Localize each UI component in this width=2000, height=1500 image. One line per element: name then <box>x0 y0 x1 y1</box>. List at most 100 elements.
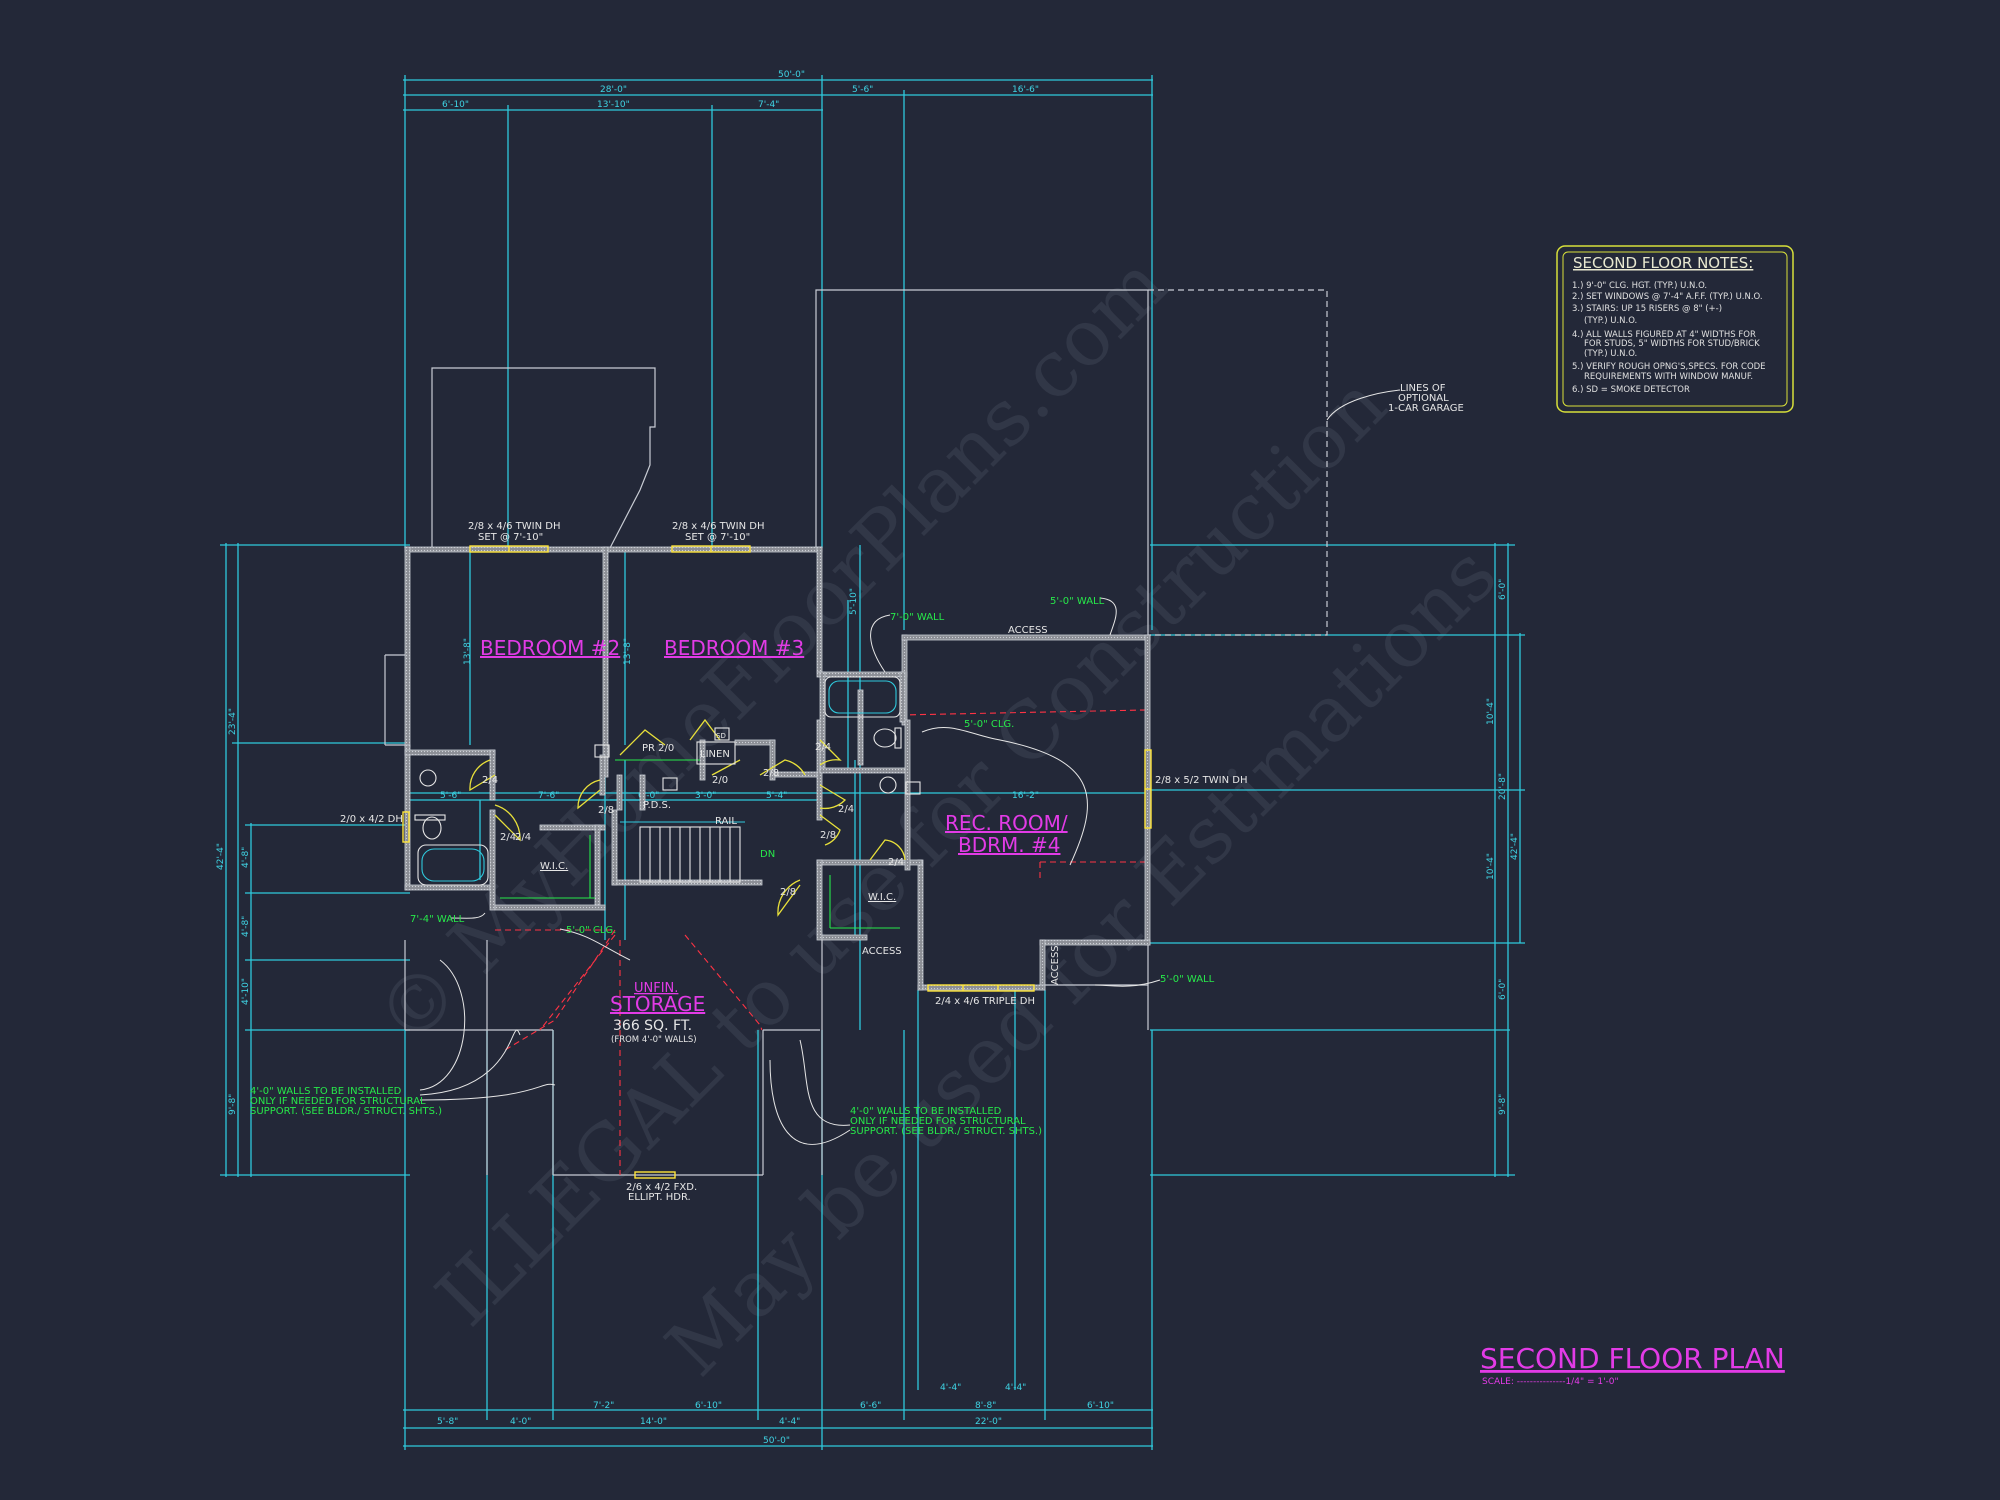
note-7ft-4in-wall: 7'-4" WALL <box>410 914 465 925</box>
dim-hall-e: 5'-4" <box>766 791 787 801</box>
note-left-1: 4'-0" WALLS TO BE INSTALLED <box>250 1086 402 1097</box>
note-left-3: SUPPORT. (SEE BLDR./ STRUCT. SHTS.) <box>250 1106 442 1117</box>
note-5ft-clg-right: 5'-0" CLG. <box>964 719 1014 730</box>
notes-title: SECOND FLOOR NOTES: <box>1573 254 1753 272</box>
note-7ft-wall: 7'-0" WALL <box>890 612 945 623</box>
watermark: © MyHomeFloorPlans.com ILLEGAL to use fo… <box>360 239 1514 1393</box>
door-label: 2/4 <box>815 742 831 753</box>
note-right-3: SUPPORT. (SEE BLDR./ STRUCT. SHTS.) <box>850 1126 1042 1137</box>
dim-left-e: 9'-8" <box>228 1094 238 1115</box>
dim-bot-g: 7'-2" <box>593 1401 614 1411</box>
window-label-ellipt-2: ELLIPT. HDR. <box>628 1192 691 1203</box>
room-label-storage: STORAGE <box>610 992 705 1016</box>
dim-bot-h: 6'-10" <box>695 1401 722 1411</box>
plan-title-block: SECOND FLOOR PLAN SCALE: ---------------… <box>1480 1342 1785 1387</box>
dim-left-d: 4'-10" <box>241 978 251 1005</box>
door-label: 2/4 <box>888 857 904 868</box>
access-label-1: ACCESS <box>1008 625 1048 636</box>
note-item: 1.) 9'-0" CLG. HGT. (TYP.) U.N.O. <box>1572 281 1707 291</box>
walls <box>404 546 1151 991</box>
window-label-triple: 2/4 x 4/6 TRIPLE DH <box>935 996 1035 1007</box>
dim-left-b: 4'-8" <box>241 847 251 868</box>
plan-title: SECOND FLOOR PLAN <box>1480 1342 1785 1375</box>
dim-bot-j: 8'-8" <box>975 1401 996 1411</box>
window-set-bed2: SET @ 7'-10" <box>478 532 543 543</box>
powder-room-label: PR 2/0 <box>642 743 674 754</box>
door-label: 2/8 <box>820 830 836 841</box>
dim-bot-total: 50'-0" <box>763 1436 790 1446</box>
wic-label-2: W.I.C. <box>868 892 896 903</box>
ceiling-lines <box>495 709 1146 1175</box>
storage-area: 366 SQ. FT. <box>613 1018 692 1034</box>
dim-bot-l: 4'-4" <box>1005 1383 1026 1393</box>
dim-right-total: 42'-4" <box>1510 833 1520 860</box>
plan-scale: SCALE: ---------------1/4" = 1'-0" <box>1482 1377 1619 1387</box>
fixtures <box>414 676 921 929</box>
stair-down-label: DN <box>760 849 775 860</box>
room-labels: BEDROOM #2 BEDROOM #3 REC. ROOM/ BDRM. #… <box>480 636 1068 1045</box>
storage-area-note: (FROM 4'-0" WALLS) <box>611 1035 697 1045</box>
window-label-rec: 2/8 x 5/2 TWIN DH <box>1155 775 1247 786</box>
note-item: 5.) VERIFY ROUGH OPNG'S,SPECS. FOR CODE <box>1572 362 1766 372</box>
dim-bot-k: 4'-4" <box>940 1383 961 1393</box>
door-label: 2/4 <box>838 804 854 815</box>
dim-left-c: 4'-8" <box>241 916 251 937</box>
dim-hall-b: 5'-6" <box>440 791 461 801</box>
wic-label-1: W.I.C. <box>540 861 568 872</box>
note-item: (TYP.) U.N.O. <box>1584 349 1637 359</box>
room-label-bedroom-3: BEDROOM #3 <box>664 636 804 660</box>
window-label-ellipt-1: 2/6 x 4/2 FXD. <box>626 1182 697 1193</box>
dim-bot-c: 14'-0" <box>640 1417 667 1427</box>
door-label: 2/4 <box>500 832 516 843</box>
dim-right-c: 20'-8" <box>1498 773 1508 800</box>
door-label: 2/8 <box>763 768 779 779</box>
door-label: 2/4 <box>482 775 498 786</box>
note-right-2: ONLY IF NEEDED FOR STRUCTURAL <box>850 1116 1026 1127</box>
dim-bot-a: 5'-8" <box>437 1417 458 1427</box>
note-right-1: 4'-0" WALLS TO BE INSTALLED <box>850 1106 1002 1117</box>
dim-right-f: 9'-8" <box>1498 1094 1508 1115</box>
access-label-2: ACCESS <box>862 946 902 957</box>
note-item: 6.) SD = SMOKE DETECTOR <box>1572 385 1690 395</box>
note-item: FOR STUDS, 5" WIDTHS FOR STUD/BRICK <box>1584 339 1760 349</box>
note-item: (TYP.) U.N.O. <box>1584 316 1637 326</box>
dim-top-b: 5'-6" <box>852 85 873 95</box>
dim-bot-b: 4'-0" <box>510 1417 531 1427</box>
note-5ft-wall-bottom: 5'-0" WALL <box>1160 974 1215 985</box>
door-labels: 2/4 2/4 2/8 2/0 2/8 2/4 2/8 2/4 2/4 2/8 … <box>482 742 904 898</box>
pds-label: P.D.S. <box>643 800 671 811</box>
dim-rec-width: 16'-2" <box>1012 791 1039 801</box>
plan-labels: LINES OF OPTIONAL 1-CAR GARAGE 2/8 x 4/6… <box>340 383 1464 1203</box>
note-5ft-clg-left: 5'-0" CLG. <box>566 925 616 936</box>
door-label: 2/0 <box>712 775 728 786</box>
note-item: 3.) STAIRS: UP 15 RISERS @ 8" (+-) <box>1572 304 1722 314</box>
note-item: 4.) ALL WALLS FIGURED AT 4" WIDTHS FOR <box>1572 330 1756 340</box>
green-notes: 7'-0" WALL 5'-0" WALL 5'-0" CLG. 7'-4" W… <box>250 389 1401 1145</box>
dim-top-c: 16'-6" <box>1012 85 1039 95</box>
dim-bot-f: 6'-10" <box>1087 1401 1114 1411</box>
dim-left-total: 42'-4" <box>216 843 226 870</box>
dim-right-e: 6'-0" <box>1498 979 1508 1000</box>
dim-bot-d: 4'-4" <box>779 1417 800 1427</box>
dim-bot-e: 22'-0" <box>975 1417 1002 1427</box>
garage-note-2: OPTIONAL <box>1398 393 1449 404</box>
windows <box>402 545 1152 1179</box>
door-label: 2/8 <box>780 887 796 898</box>
dim-left-a: 23'-4" <box>228 708 238 735</box>
room-label-bedroom-2: BEDROOM #2 <box>480 636 620 660</box>
garage-note-1: LINES OF <box>1400 383 1446 394</box>
note-item: REQUIREMENTS WITH WINDOW MANUF. <box>1584 372 1753 382</box>
dim-bot-i: 6'-6" <box>860 1401 881 1411</box>
outline-lines <box>384 289 1328 1176</box>
notes-box: SECOND FLOOR NOTES: 1.) 9'-0" CLG. HGT. … <box>1556 245 1794 413</box>
dimension-labels: 50'-0" 28'-0" 5'-6" 16'-6" 6'-10" 13'-10… <box>216 70 1520 1446</box>
dim-hall-d: 3'-0" <box>695 791 716 801</box>
dim-right-a: 6'-0" <box>1498 579 1508 600</box>
access-label-3: ACCESS <box>1050 945 1061 985</box>
window-label-bath: 2/0 x 4/2 DH <box>340 814 403 825</box>
door-label: 2/4 <box>515 832 531 843</box>
dimension-lines <box>220 75 1525 1450</box>
dim-top-a: 28'-0" <box>600 85 627 95</box>
dim-right-b: 10'-4" <box>1486 698 1496 725</box>
